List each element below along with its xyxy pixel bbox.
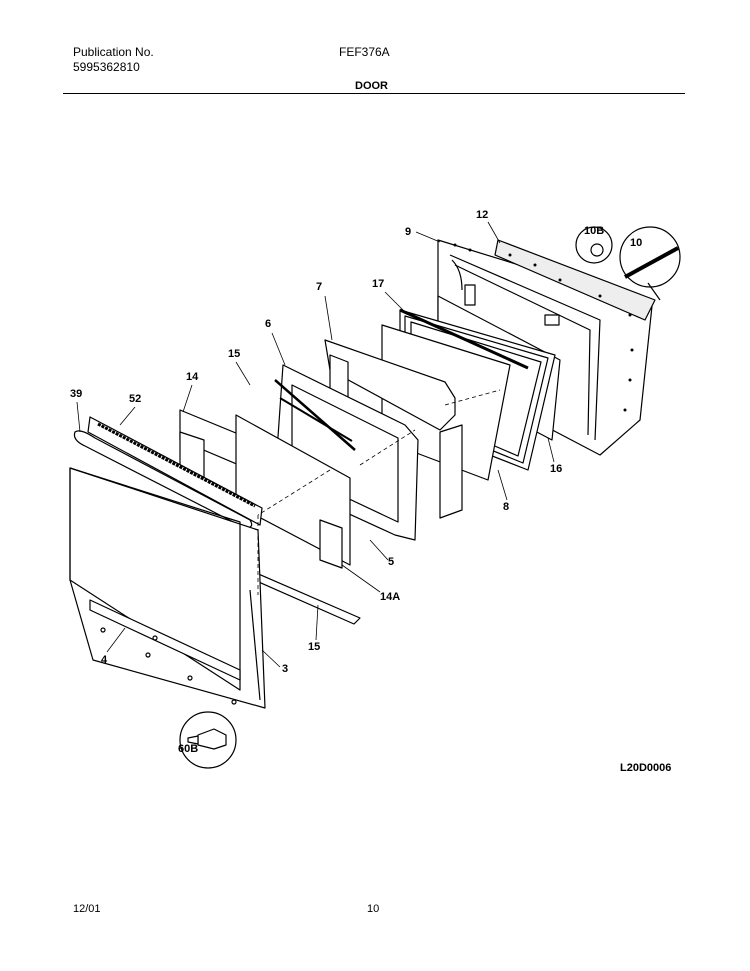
detail-60B (179, 711, 237, 769)
outer-door-panel-3 (69, 467, 266, 709)
door-handle-39 (73, 430, 253, 529)
callout-14: 14 (186, 371, 199, 383)
publication-number: 5995362810 (73, 60, 140, 74)
door-frame-7 (324, 339, 463, 519)
callout-39: 39 (70, 388, 82, 400)
vent-trim-52 (87, 416, 263, 526)
callout-15-top: 15 (228, 348, 240, 360)
callout-8: 8 (503, 501, 509, 513)
callout-52: 52 (129, 393, 141, 405)
callout-10: 10 (630, 237, 642, 249)
callout-10B: 10B (584, 225, 604, 237)
callout-7: 7 (316, 281, 322, 293)
section-title: DOOR (355, 80, 388, 92)
callout-60B: 60B (178, 743, 198, 755)
callout-labels: 9 12 10B 10 7 17 6 15 14 39 52 16 8 5 14… (70, 209, 642, 755)
publication-label: Publication No. (73, 45, 154, 59)
callout-5: 5 (388, 556, 394, 568)
callout-9: 9 (405, 226, 411, 238)
inner-door-liner (437, 239, 656, 456)
model-number: FEF376A (339, 45, 390, 59)
callout-6: 6 (265, 318, 271, 330)
callout-14A: 14A (380, 591, 400, 603)
callout-16: 16 (550, 463, 562, 475)
callout-3: 3 (282, 663, 288, 675)
screws (100, 627, 237, 705)
callout-17: 17 (372, 278, 384, 290)
diagram-code: L20D0006 (620, 762, 672, 774)
leader-10 (647, 282, 661, 301)
insulation-block-14A (319, 519, 343, 569)
explode-lines (257, 389, 501, 595)
callout-12: 12 (476, 209, 488, 221)
footer-date: 12/01 (73, 903, 101, 915)
callout-4: 4 (101, 654, 108, 666)
detail-10 (619, 226, 681, 288)
page-number: 10 (367, 903, 380, 915)
bottom-trim-4 (89, 599, 241, 681)
callout-15-bottom: 15 (308, 641, 320, 653)
leader-lines (76, 221, 555, 668)
detail-10B (575, 226, 613, 264)
header-rule (63, 93, 685, 94)
